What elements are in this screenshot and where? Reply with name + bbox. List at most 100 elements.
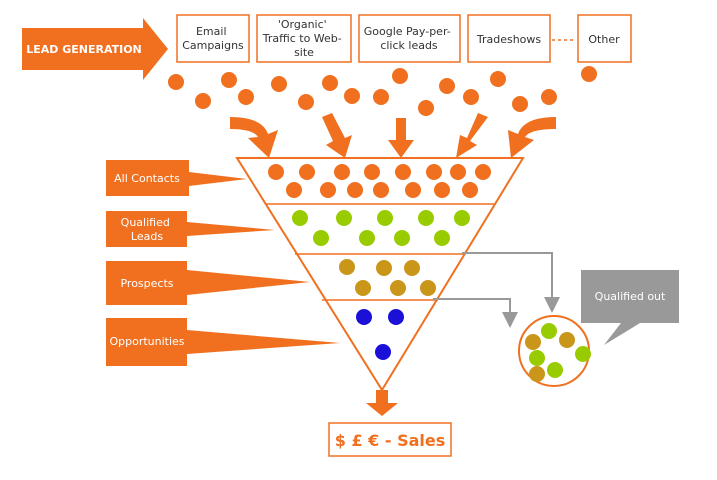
- opportunity-dot: [375, 344, 391, 360]
- source-label-organic: 'Organic' Traffic to Web- site: [262, 18, 346, 59]
- source-box-email: [176, 14, 250, 63]
- source-line: Traffic to Web-: [262, 32, 342, 45]
- straight-arrow-3: [456, 113, 488, 158]
- qualified-lead-dot: [336, 210, 352, 226]
- falling-lead-dot: [373, 89, 389, 105]
- qualified-out-dot: [529, 350, 545, 366]
- falling-lead-dot: [238, 89, 254, 105]
- prospect-dot: [376, 260, 392, 276]
- funnel-dots: [268, 164, 491, 360]
- qualified-out-dot: [559, 332, 575, 348]
- falling-lead-dot: [418, 100, 434, 116]
- qualified-out-callout: [581, 270, 679, 345]
- contact-dot: [450, 164, 466, 180]
- falling-lead-dot: [392, 68, 408, 84]
- curved-arrow-right: [508, 117, 556, 158]
- source-label-tradeshows: Tradeshows: [476, 33, 542, 46]
- contact-dot: [299, 164, 315, 180]
- stage-callout-opportunities: [106, 318, 340, 366]
- contact-dot: [334, 164, 350, 180]
- contact-dot: [475, 164, 491, 180]
- contact-dot: [364, 164, 380, 180]
- qualified-out-dot: [525, 334, 541, 350]
- stage-label-qualified-leads: Qualified Leads: [121, 216, 174, 243]
- sales-arrow: [366, 390, 398, 416]
- qualified-lead-dot: [292, 210, 308, 226]
- contact-dot: [434, 182, 450, 198]
- contact-dot: [426, 164, 442, 180]
- lead-generation-label: LEAD GENERATION: [26, 43, 142, 56]
- contact-dot: [462, 182, 478, 198]
- source-box-google-ppc: [358, 14, 461, 63]
- falling-lead-dot: [439, 78, 455, 94]
- qualified-out-label: Qualified out: [595, 290, 666, 303]
- qualified-lead-dot: [377, 210, 393, 226]
- qualified-lead-dot: [454, 210, 470, 226]
- opportunity-dot: [356, 309, 372, 325]
- source-box-tradeshows: [467, 14, 551, 63]
- contact-dot: [347, 182, 363, 198]
- falling-lead-dot: [195, 93, 211, 109]
- source-line: site: [294, 46, 314, 59]
- falling-lead-dot: [463, 89, 479, 105]
- contact-dot: [320, 182, 336, 198]
- qualified-out-dot: [541, 323, 557, 339]
- qualified-out-connector-lower: [433, 298, 518, 328]
- source-line: click leads: [380, 39, 438, 52]
- qualified-out-dots: [525, 323, 591, 382]
- prospect-dot: [339, 259, 355, 275]
- falling-lead-dot: [512, 96, 528, 112]
- stage-callout-all-contacts: [106, 160, 247, 196]
- contact-dot: [405, 182, 421, 198]
- stage-label-opportunities: Opportunities: [109, 335, 184, 348]
- source-line: 'Organic': [278, 18, 327, 31]
- contact-dot: [286, 182, 302, 198]
- falling-lead-dot: [490, 71, 506, 87]
- qualified-lead-dot: [418, 210, 434, 226]
- falling-lead-dot: [168, 74, 184, 90]
- qualified-out-dot: [529, 366, 545, 382]
- curved-arrow-left: [230, 117, 278, 158]
- qualified-lead-dot: [434, 230, 450, 246]
- stage-callout-prospects: [106, 261, 310, 305]
- qualified-out-dot: [547, 362, 563, 378]
- prospect-dot: [355, 280, 371, 296]
- qualified-out-dot: [575, 346, 591, 362]
- sales-box: [328, 422, 452, 457]
- stage-label-prospects: Prospects: [120, 277, 173, 290]
- stage-callout-qualified-leads: [106, 211, 275, 247]
- falling-lead-dot: [541, 89, 557, 105]
- straight-arrow-1: [322, 113, 352, 158]
- source-line: Campaigns: [182, 39, 244, 52]
- opportunity-dot: [388, 309, 404, 325]
- sales-label: $ £ € - Sales: [335, 431, 446, 450]
- contact-dot: [268, 164, 284, 180]
- contact-dot: [373, 182, 389, 198]
- falling-lead-dot: [221, 72, 237, 88]
- qualified-lead-dot: [359, 230, 375, 246]
- prospect-dot: [404, 260, 420, 276]
- stage-line: Leads: [131, 230, 163, 243]
- falling-lead-dot: [344, 88, 360, 104]
- source-line: Google Pay-per-: [364, 25, 451, 38]
- stage-line: Qualified: [121, 216, 170, 229]
- falling-lead-dot: [271, 76, 287, 92]
- falling-lead-dot: [581, 66, 597, 82]
- contact-dot: [395, 164, 411, 180]
- straight-arrow-2: [388, 118, 414, 158]
- qualified-lead-dot: [394, 230, 410, 246]
- lead-generation-callout: [22, 18, 168, 80]
- source-label-google-ppc: Google Pay-per- click leads: [364, 25, 455, 52]
- prospect-dot: [390, 280, 406, 296]
- source-label-other: Other: [588, 33, 620, 46]
- falling-lead-dot: [322, 75, 338, 91]
- qualified-out-connector-upper: [462, 252, 560, 313]
- source-box-organic: [256, 14, 352, 63]
- falling-lead-dot: [298, 94, 314, 110]
- falling-dots: [168, 66, 597, 116]
- source-label-email: Email Campaigns: [182, 25, 244, 52]
- source-line: Email: [196, 25, 227, 38]
- prospect-dot: [420, 280, 436, 296]
